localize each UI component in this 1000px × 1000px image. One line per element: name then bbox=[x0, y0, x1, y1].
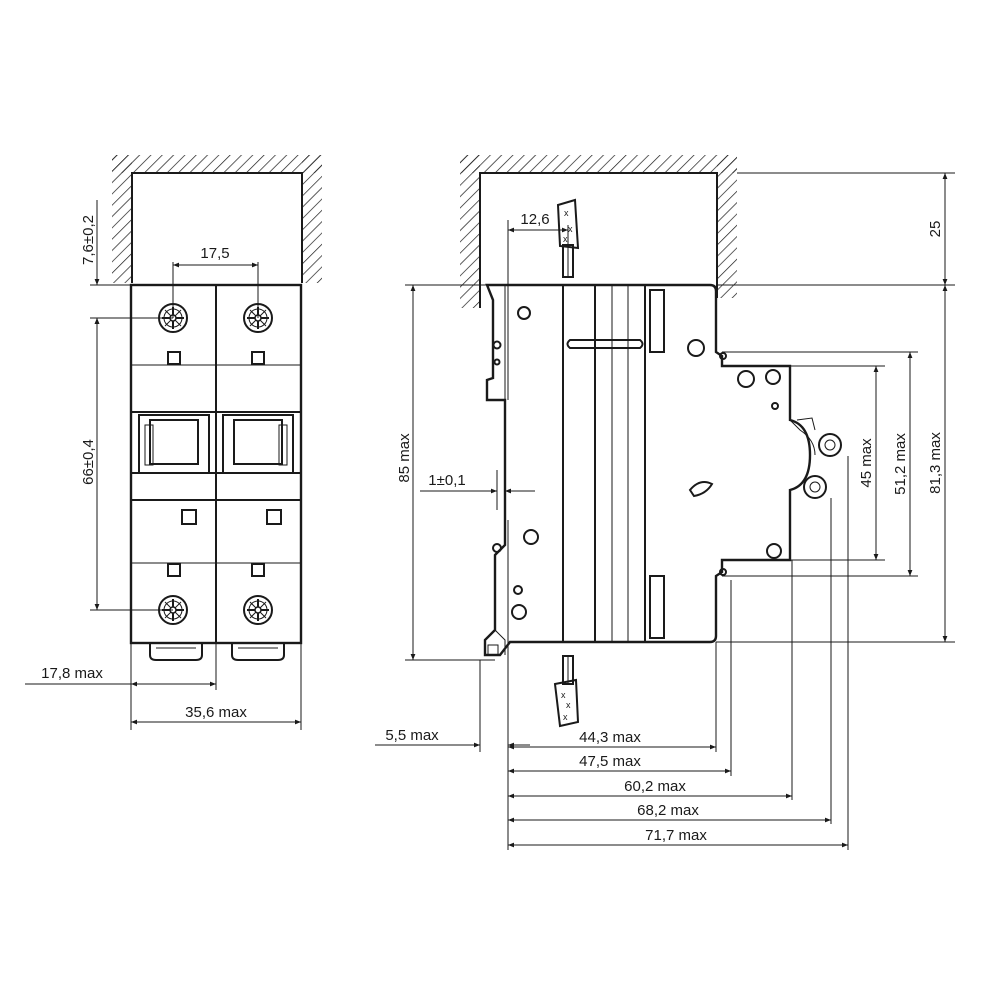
wire-bottom: x x x bbox=[553, 655, 580, 728]
front-view: 7,6±0,2 17,5 66±0,4 17,8 max 35,6 max bbox=[25, 155, 322, 730]
dim-rail-gap: 1±0,1 bbox=[428, 472, 465, 489]
side-view: x x x bbox=[375, 155, 955, 850]
dim-total-height: 81,3 max bbox=[927, 432, 944, 494]
svg-text:x: x bbox=[563, 712, 568, 722]
front-breaker-body bbox=[129, 283, 303, 661]
dim-pole-width: 17,8 max bbox=[41, 665, 103, 682]
dim-height-offset: 7,6±0,2 bbox=[80, 215, 97, 265]
side-breaker-body bbox=[483, 283, 842, 657]
front-dimensions: 7,6±0,2 17,5 66±0,4 17,8 max 35,6 max bbox=[25, 200, 302, 730]
dim-total-width: 35,6 max bbox=[185, 704, 247, 721]
svg-text:x: x bbox=[568, 224, 573, 234]
dim-depth-4: 68,2 max bbox=[637, 802, 699, 819]
dim-clearance: 25 bbox=[927, 221, 944, 238]
dim-depth-3: 60,2 max bbox=[624, 778, 686, 795]
dim-depth-5: 71,7 max bbox=[645, 827, 707, 844]
dim-depth-2: 47,5 max bbox=[579, 753, 641, 770]
dim-terminal-spacing: 66±0,4 bbox=[80, 439, 97, 485]
svg-text:x: x bbox=[563, 234, 568, 244]
dim-depth-1: 44,3 max bbox=[579, 729, 641, 746]
screw-bottom-right bbox=[243, 595, 273, 625]
svg-text:x: x bbox=[564, 208, 569, 218]
front-enclosure bbox=[112, 155, 322, 283]
dim-pitch: 17,5 bbox=[200, 245, 229, 262]
side-dimensions: 12,6 25 85 max 1±0,1 45 max bbox=[375, 172, 955, 850]
dim-height: 85 max bbox=[396, 433, 413, 483]
dim-rail-offset: 5,5 max bbox=[385, 727, 439, 744]
svg-text:x: x bbox=[566, 700, 571, 710]
side-enclosure bbox=[460, 155, 737, 308]
dim-wire-offset: 12,6 bbox=[520, 211, 549, 228]
dim-face-45: 45 max bbox=[858, 438, 875, 488]
svg-text:x: x bbox=[561, 690, 566, 700]
dim-face-51: 51,2 max bbox=[892, 433, 909, 495]
